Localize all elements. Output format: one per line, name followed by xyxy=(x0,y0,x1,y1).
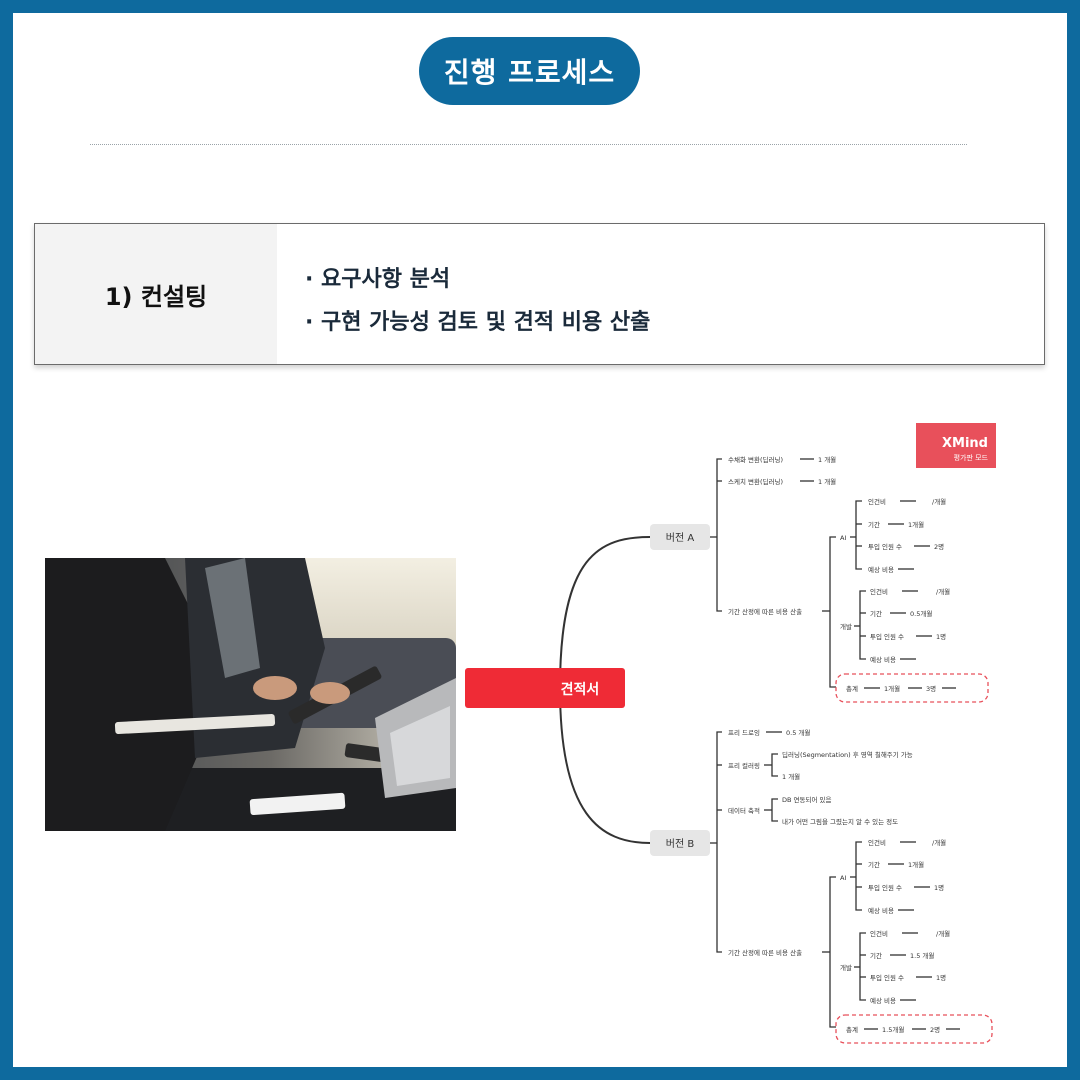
mindmap-root-label: 견적서 xyxy=(561,681,600,698)
version-b-row3-sub1: DB 연동되어 있음 xyxy=(782,795,831,804)
page-frame xyxy=(13,13,1067,1067)
version-a-ai-value: /개월 xyxy=(932,497,946,506)
version-a-cost-label: 기간 산정에 따른 비용 산출 xyxy=(728,607,802,616)
version-b-dev-item: 인건비 xyxy=(870,929,888,938)
dotted-divider xyxy=(90,144,967,145)
version-b-row2-label: 프리 컬러링 xyxy=(728,761,760,770)
version-b-dev-value: /개월 xyxy=(936,929,950,938)
version-b-row3-sub2: 내가 어떤 그림을 그렸는지 알 수 있는 정도 xyxy=(782,817,898,826)
card-item: 구현 가능성 검토 및 견적 비용 산출 xyxy=(305,301,1044,344)
version-b-ai-item: 인건비 xyxy=(868,838,886,847)
version-b-dev-label: 개발 xyxy=(840,963,852,972)
version-b-ai-value: 1개월 xyxy=(908,860,924,869)
version-b-total-people: 2명 xyxy=(930,1025,940,1034)
version-a-dev-item: 기간 xyxy=(870,609,882,618)
version-a-ai-item: 투입 인원 수 xyxy=(868,542,902,551)
version-a-ai-value: 2명 xyxy=(934,542,944,551)
version-b-cost-label: 기간 산정에 따른 비용 산출 xyxy=(728,948,802,957)
version-a-ai-item: 인건비 xyxy=(868,497,886,506)
version-a-label: 버전 A xyxy=(666,532,695,544)
version-a-total-box xyxy=(835,673,989,703)
version-b-row2-sub1: 딥러닝(Segmentation) 후 영역 칠해주기 가능 xyxy=(782,750,913,759)
card-label: 1) 컨설팅 xyxy=(104,282,208,311)
version-b-ai-item: 기간 xyxy=(868,860,880,869)
xmind-badge-subtitle: 평가판 모드 xyxy=(954,453,989,462)
version-b-ai-item: 투입 인원 수 xyxy=(868,883,902,892)
version-a-node xyxy=(650,524,710,550)
version-b-label: 버전 B xyxy=(666,838,695,850)
version-a-ai-item: 기간 xyxy=(868,520,880,529)
version-b-dev-value: 1명 xyxy=(936,973,946,982)
version-b-row2-sub2: 1 개월 xyxy=(782,772,800,781)
version-a-total-people: 3명 xyxy=(926,684,936,693)
version-b-dev-value: 1.5 개월 xyxy=(910,951,934,960)
business-meeting-photo xyxy=(45,558,456,831)
card-item: 요구사항 분석 xyxy=(305,258,1044,301)
version-a-dev-item: 예상 비용 xyxy=(870,655,896,664)
version-b-total-period: 1.5개월 xyxy=(882,1025,904,1034)
version-b-total-label: 총계 xyxy=(846,1025,858,1034)
branch-line-b xyxy=(559,687,651,844)
version-b-ai-item: 예상 비용 xyxy=(868,906,894,915)
version-b-total-box xyxy=(835,1014,993,1044)
card-label-cell: 1) 컨설팅 xyxy=(35,224,277,364)
version-b-ai-label: AI xyxy=(840,874,846,882)
photo-illustration xyxy=(45,558,456,831)
version-a-ai-label: AI xyxy=(840,534,846,542)
version-b-dev-item: 기간 xyxy=(870,951,882,960)
version-b-node xyxy=(650,830,710,856)
version-b-ai-value: 1명 xyxy=(934,883,944,892)
version-a-dev-value: 1명 xyxy=(936,632,946,641)
section-title-pill: 진행 프로세스 xyxy=(419,37,640,105)
version-b-row3-label: 데이터 축적 xyxy=(728,806,760,815)
version-a-dev-value: /개월 xyxy=(936,587,950,596)
version-a-ai-value: 1개월 xyxy=(908,520,924,529)
version-a-total-period: 1개월 xyxy=(884,684,900,693)
version-a-row2-value: 1 개월 xyxy=(818,477,836,486)
version-a-ai-item: 예상 비용 xyxy=(868,565,894,574)
version-b-dev-item: 예상 비용 xyxy=(870,996,896,1005)
version-a-row2-label: 스케치 변환(딥러닝) xyxy=(728,477,783,486)
version-a-dev-item: 인건비 xyxy=(870,587,888,596)
xmind-badge xyxy=(916,423,996,468)
branch-line-a xyxy=(559,536,651,689)
version-b-row1-label: 프리 드로잉 xyxy=(728,728,760,737)
mindmap-root-node xyxy=(465,668,625,708)
consulting-card: 1) 컨설팅 요구사항 분석 구현 가능성 검토 및 견적 비용 산출 xyxy=(34,223,1045,365)
mindmap-diagram: XMind 평가판 모드 견적서 버전 A 수채화 변환(딥러닝) 1 개월 스… xyxy=(465,423,996,1044)
xmind-badge-title: XMind xyxy=(942,436,988,451)
version-a-dev-label: 개발 xyxy=(840,622,852,631)
version-a-row1-value: 1 개월 xyxy=(818,455,836,464)
version-a-dev-item: 투입 인원 수 xyxy=(870,632,904,641)
section-title: 진행 프로세스 xyxy=(443,56,616,89)
version-b-ai-value: /개월 xyxy=(932,838,946,847)
version-a-dev-value: 0.5개월 xyxy=(910,609,932,618)
card-items: 요구사항 분석 구현 가능성 검토 및 견적 비용 산출 xyxy=(277,224,1044,364)
version-a-total-label: 총계 xyxy=(846,684,858,693)
version-b-dev-item: 투입 인원 수 xyxy=(870,973,904,982)
version-b-row1-value: 0.5 개월 xyxy=(786,728,810,737)
version-a-row1-label: 수채화 변환(딥러닝) xyxy=(728,455,783,464)
